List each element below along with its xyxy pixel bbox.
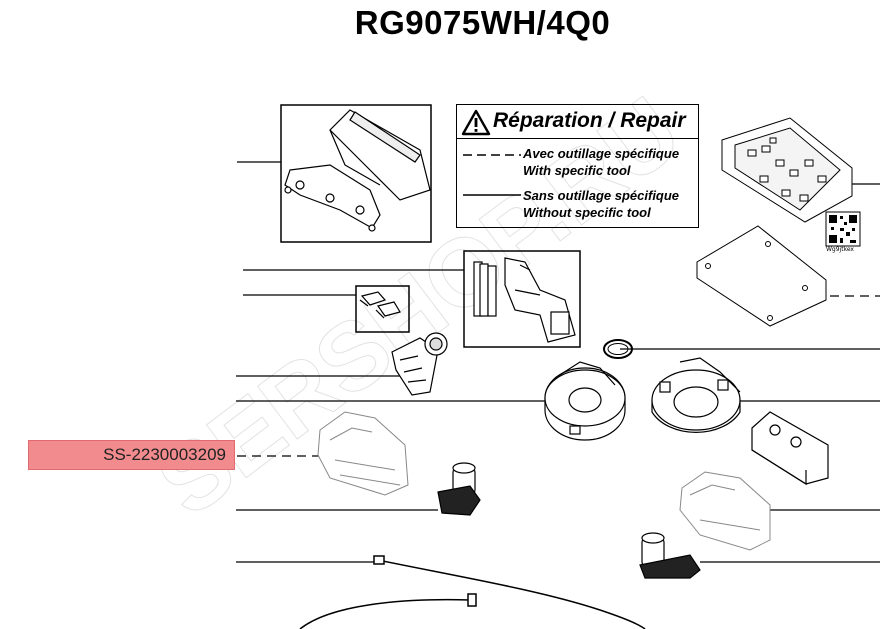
legend-dashed-en: With specific tool [523,163,631,178]
part-box-clips [355,285,410,333]
part-box-top-left [280,104,432,243]
page-title: RG9075WH/4Q0 [354,4,611,41]
legend-divider [457,138,698,139]
qr-caption: Wg9jtkex [826,246,854,253]
solid-line-sample [463,194,521,196]
legend-dashed-fr: Avec outillage spécifique [523,146,680,161]
clips-part [359,291,401,319]
legend-solid-en: Without specific tool [523,205,651,220]
legend-solid-fr: Sans outillage spécifique [523,188,680,203]
warning-icon [461,109,491,136]
repair-legend: Réparation / Repair Avec outillage spéci… [456,104,699,228]
circuit-board-part [721,117,853,223]
part-box-brackets [463,250,581,348]
qr-code [825,211,861,247]
wheel-module-right-part [679,471,771,551]
bumper-bracket-part [284,109,431,232]
battery-cover-part [751,411,829,486]
side-brush-motor-part [437,462,481,516]
motor-unit-part [391,332,448,396]
gear-motor-part [639,532,701,579]
chassis-ring-part [651,357,741,434]
o-ring-part [603,339,633,359]
cover-plate-part [696,225,827,327]
wheel-module-left-part [317,411,409,496]
legend-title: Réparation / Repair [493,109,686,132]
cable-part [299,555,646,629]
brackets-part [473,257,576,343]
dashed-line-sample [463,154,521,156]
highlighted-part-reference[interactable]: SS-2230003209 [28,440,235,470]
fan-housing-part [544,361,626,441]
leader-lines [236,161,880,563]
